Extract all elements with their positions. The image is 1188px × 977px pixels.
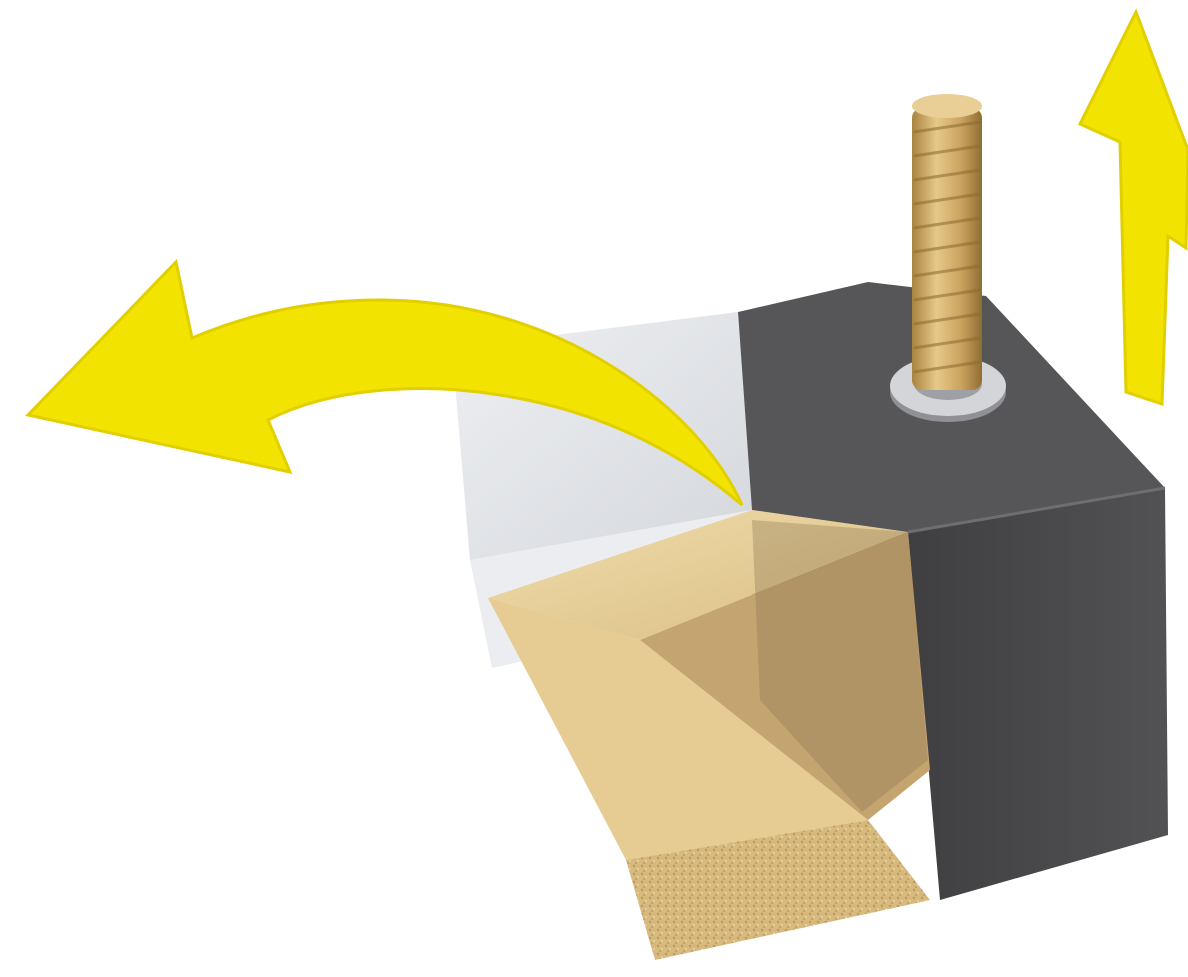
wooden-block bbox=[488, 510, 930, 960]
threaded-rod bbox=[912, 94, 982, 390]
housing-front-face bbox=[908, 488, 1168, 900]
arrow-up bbox=[1080, 12, 1188, 404]
rod-top bbox=[912, 94, 982, 118]
arrow-up-icon bbox=[1080, 12, 1188, 404]
